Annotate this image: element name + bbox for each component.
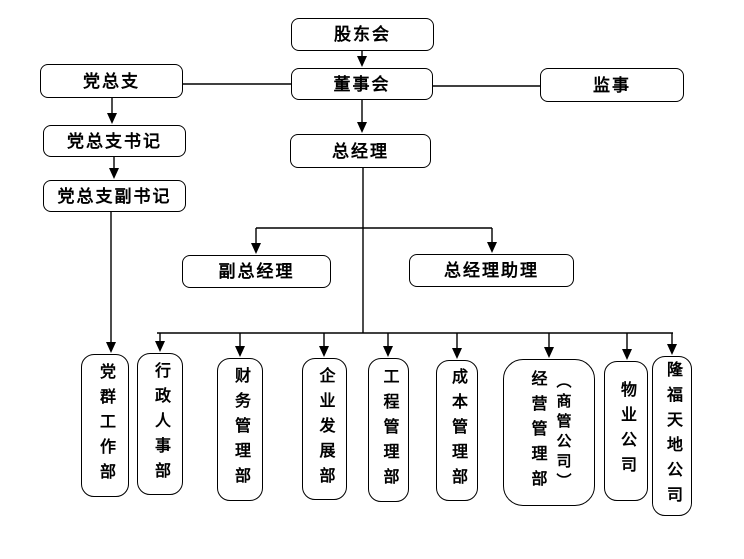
connector-lines	[110, 51, 673, 351]
node-deputy-general-manager-label: 副总经理	[218, 262, 295, 281]
node-supervisor: 监事	[540, 68, 684, 102]
dept-party-masses-work-label: 党群工作部	[97, 363, 114, 488]
dept-admin-hr-label: 行政人事部	[152, 361, 169, 487]
node-gm-assistant-label: 总经理助理	[444, 261, 539, 280]
dept-finance-mgmt-label: 财务管理部	[232, 367, 249, 492]
dept-enterprise-development-label: 企业发展部	[316, 366, 334, 492]
dept-engineering-mgmt: 工程管理部	[368, 358, 409, 502]
node-deputy-general-manager: 副总经理	[182, 255, 331, 288]
node-gm-assistant: 总经理助理	[409, 254, 574, 287]
node-supervisor-label: 监事	[593, 75, 631, 95]
dept-operations-mgmt-sublabel: （商管公司）	[554, 372, 571, 493]
node-shareholders-label: 股东会	[334, 25, 391, 44]
node-general-manager-label: 总经理	[332, 141, 389, 161]
dept-operations-mgmt: 经营管理部 （商管公司）	[503, 359, 595, 506]
dept-admin-hr: 行政人事部	[137, 353, 183, 495]
node-party-branch-label: 党总支	[83, 71, 140, 91]
dept-engineering-mgmt-label: 工程管理部	[380, 367, 398, 493]
dept-enterprise-development: 企业发展部	[302, 358, 347, 500]
dept-finance-mgmt: 财务管理部	[217, 358, 263, 501]
node-deputy-party-secretary-label: 党总支副书记	[57, 186, 172, 206]
node-general-manager: 总经理	[290, 134, 431, 168]
dept-cost-mgmt-label: 成本管理部	[449, 368, 466, 493]
dept-longfu-tiandi-company-label: 隆福天地公司	[664, 361, 681, 511]
dept-property-company: 物业公司	[604, 361, 648, 501]
node-party-branch: 党总支	[40, 64, 183, 98]
dept-longfu-tiandi-company: 隆福天地公司	[652, 356, 692, 516]
node-deputy-party-secretary: 党总支副书记	[43, 180, 186, 212]
node-party-secretary-label: 党总支书记	[67, 131, 162, 151]
dept-party-masses-work: 党群工作部	[81, 354, 129, 497]
node-party-secretary: 党总支书记	[43, 125, 186, 157]
dept-operations-mgmt-label: 经营管理部	[528, 370, 546, 495]
node-shareholders: 股东会	[291, 18, 434, 51]
node-board: 董事会	[291, 68, 433, 100]
arrowheads	[106, 56, 677, 360]
dept-cost-mgmt: 成本管理部	[436, 360, 478, 501]
dept-property-company-label: 物业公司	[618, 381, 635, 481]
node-board-label: 董事会	[333, 74, 391, 94]
